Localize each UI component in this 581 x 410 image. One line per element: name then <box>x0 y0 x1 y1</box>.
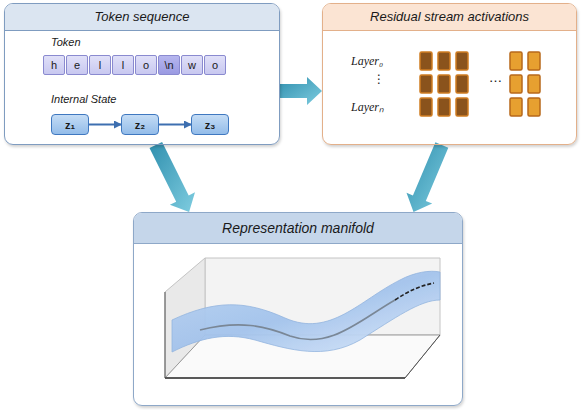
panel-title: Representation manifold <box>134 213 462 244</box>
activation-cell <box>420 75 432 93</box>
token-box: l <box>112 55 134 75</box>
axis-line <box>165 292 166 378</box>
trajectory-curve <box>395 283 434 300</box>
state-box: z₃ <box>191 114 229 135</box>
token-label: e <box>74 59 80 71</box>
panel-box: Residual stream activationsLayer₀ ⋮ Layerₙ… <box>322 3 577 145</box>
text-label: Layer₀ <box>351 54 383 69</box>
text-label: Internal State <box>51 93 116 105</box>
trajectory-curve <box>200 300 395 340</box>
activation-cell <box>456 52 468 70</box>
token-box: w <box>181 55 203 75</box>
token-box: e <box>66 55 88 75</box>
axis-line <box>405 335 440 378</box>
state-arrow <box>159 124 191 126</box>
token-label: o <box>143 59 149 71</box>
token-label: l <box>122 59 124 71</box>
token-box: o <box>204 55 226 75</box>
flow-arrow <box>150 142 196 212</box>
token-box: h <box>43 55 65 75</box>
token-label: \n <box>164 59 173 71</box>
token-box: l <box>89 55 111 75</box>
token-label: w <box>188 59 196 71</box>
activation-cell <box>510 98 522 116</box>
token-box: \n <box>158 55 180 75</box>
activation-cell <box>420 52 432 70</box>
activation-cell <box>528 98 540 116</box>
activation-cell <box>420 98 432 116</box>
state-label: z₃ <box>205 119 216 131</box>
state-arrow <box>89 124 121 126</box>
activation-cell <box>438 75 450 93</box>
text-label: Layerₙ <box>351 98 384 115</box>
token-box: o <box>135 55 157 75</box>
activation-bars <box>420 52 540 116</box>
panel-title: Residual stream activations <box>323 4 576 31</box>
state-box: z₁ <box>51 114 89 135</box>
state-box: z₂ <box>121 114 159 135</box>
panel-box: Token sequence h e l l o \n w o z₁ z₂ z₃ TokenIntern… <box>4 3 280 145</box>
activation-cell <box>528 52 540 70</box>
axis-line <box>165 377 405 378</box>
activation-cell <box>456 75 468 93</box>
activation-cell <box>438 98 450 116</box>
token-label: l <box>99 59 101 71</box>
flow-arrow <box>280 77 322 105</box>
panel-box: Representation manifold <box>133 212 463 406</box>
text-label: … <box>489 70 502 85</box>
panel-title: Token sequence <box>5 4 279 31</box>
manifold-surface <box>172 271 440 352</box>
flow-arrow <box>407 142 449 212</box>
token-label: h <box>51 59 57 71</box>
activation-cell <box>528 75 540 93</box>
activation-cell <box>510 75 522 93</box>
activation-cell <box>510 52 522 70</box>
token-label: o <box>212 59 218 71</box>
activation-cell <box>456 98 468 116</box>
activation-cell <box>438 52 450 70</box>
state-label: z₂ <box>135 119 145 131</box>
text-label: Token <box>51 36 81 48</box>
text-label: ⋮ <box>373 72 385 86</box>
state-label: z₁ <box>65 119 75 131</box>
